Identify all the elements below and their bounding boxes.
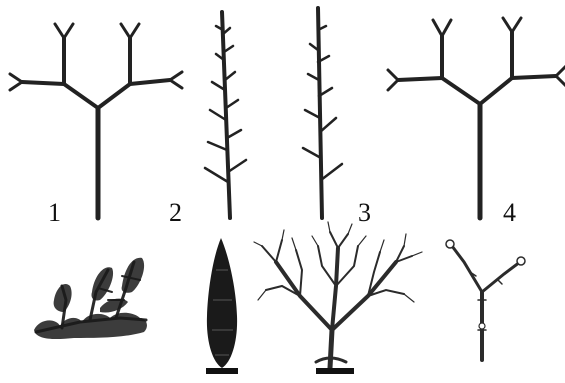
y-shoot-sketch [446, 240, 525, 360]
diagram-3-central-leader-variant [303, 8, 342, 218]
columnar-tree-sketch [206, 238, 238, 374]
open-center-tree-sketch [254, 222, 422, 374]
diagram-2-central-leader [205, 12, 246, 218]
diagram-label-2: 2 [169, 200, 182, 226]
diagram-1-branch-structure [10, 24, 182, 218]
diagram-4-branch-structure [388, 18, 565, 218]
diagram-label-3: 3 [358, 200, 371, 226]
needled-branch-sketch [34, 258, 147, 339]
diagram-label-1: 1 [48, 200, 61, 226]
diagram-label-4: 4 [503, 200, 516, 226]
